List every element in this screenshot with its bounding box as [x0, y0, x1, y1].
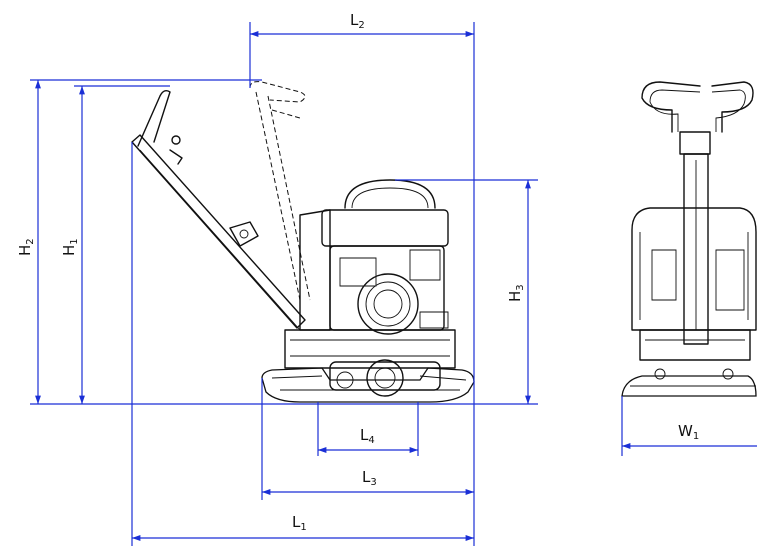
- dim-label-H2: H2: [16, 238, 36, 256]
- dim-label-L4: L4: [360, 426, 375, 446]
- dim-label-L3: L3: [362, 468, 377, 488]
- dim-label-L1: L1: [292, 513, 307, 533]
- dim-label-L2: L2: [350, 11, 365, 31]
- dim-label-H3: H3: [506, 284, 526, 302]
- front-view-machine: [621, 81, 757, 397]
- side-view-machine: [131, 81, 475, 403]
- dim-label-H1: H1: [60, 238, 80, 256]
- dimension-lines: [30, 22, 757, 546]
- dimension-labels: L2 L4 L3 L1 W1 H2 H1 H3: [16, 11, 699, 533]
- dim-label-W1: W1: [678, 422, 699, 442]
